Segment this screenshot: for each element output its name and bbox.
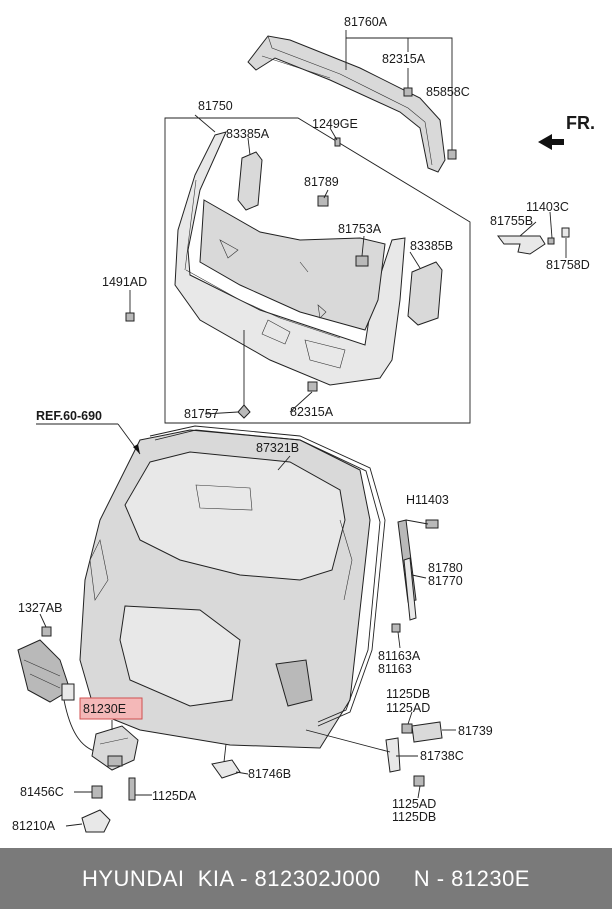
hinge-81738C (385, 721, 443, 787)
pad-83385A (237, 151, 263, 211)
clip-82315A-top (403, 68, 413, 97)
upper-garnish-81760A (247, 35, 446, 173)
label-11403C: 11403C (526, 200, 569, 214)
clip-1491AD (125, 312, 135, 322)
parts-diagram: 81760A 82315A 85858C FR. 81750 83385A 12… (12, 15, 595, 833)
label-81770: 81770 (428, 574, 463, 588)
footer-bar: HYUNDAI KIA - 812302J000 N - 81230E (0, 848, 612, 909)
label-81757: 81757 (184, 407, 219, 421)
label-81739: 81739 (458, 724, 493, 738)
label-81755B: 81755B (490, 214, 533, 228)
label-81456C: 81456C (20, 785, 64, 799)
label-81758D: 81758D (546, 258, 590, 272)
bumper-81746B (211, 759, 241, 779)
clip-81757 (237, 404, 251, 419)
screw-1249GE (334, 137, 341, 147)
label-1125AD-top: 1125AD (386, 701, 430, 715)
label-82315A-bottom: 82315A (290, 405, 334, 419)
label-82315A-top: 82315A (382, 52, 426, 66)
label-ref: REF.60-690 (36, 409, 102, 423)
label-H11403: H11403 (406, 493, 449, 507)
label-81163: 81163 (378, 662, 412, 676)
label-1491AD: 1491AD (102, 275, 147, 289)
label-81760A: 81760A (344, 15, 388, 29)
label-81753A: 81753A (338, 222, 382, 236)
grip-handle-81755B (497, 227, 570, 255)
clip-82315A-bottom (307, 381, 318, 392)
label-81230E: 81230E (83, 702, 126, 716)
label-1125DB-top: 1125DB (386, 687, 430, 701)
label-81789: 81789 (304, 175, 339, 189)
label-81738C: 81738C (420, 749, 464, 763)
latch-81230E (91, 725, 139, 771)
striker-81210A (81, 809, 111, 833)
actuator-motor (17, 639, 75, 703)
clip-85858C (447, 149, 457, 160)
label-81163A: 81163A (378, 649, 421, 663)
label-1125DB-bottom: 1125DB (392, 810, 436, 824)
label-83385B: 83385B (410, 239, 453, 253)
tailgate-trim-81750 (174, 131, 406, 386)
label-1125DA: 1125DA (152, 789, 197, 803)
tailgate-panel (79, 429, 371, 749)
weatherstrip-87321B (149, 425, 386, 727)
label-87321B: 87321B (256, 441, 299, 455)
label-81210A: 81210A (12, 819, 56, 833)
bolt-1125DA (128, 777, 136, 801)
gas-strut-81780 (391, 519, 439, 633)
label-81750: 81750 (198, 99, 233, 113)
label-1327AB: 1327AB (18, 601, 62, 615)
label-83385A: 83385A (226, 127, 270, 141)
label-81746B: 81746B (248, 767, 291, 781)
label-fr: FR. (566, 113, 595, 133)
nut-1327AB (41, 626, 52, 637)
label-1125AD-bottom: 1125AD (392, 797, 436, 811)
clip-81753A (355, 255, 369, 267)
label-85858C: 85858C (426, 85, 470, 99)
pad-83385B (407, 261, 443, 326)
label-81780: 81780 (428, 561, 463, 575)
footer-part-number: HYUNDAI KIA - 812302J000 N - 81230E (81, 865, 530, 891)
part-81456C (91, 785, 103, 799)
label-1249GE: 1249GE (312, 117, 358, 131)
front-arrow-icon (538, 134, 564, 150)
highlight-box-81230E (79, 697, 143, 720)
clip-81789 (317, 195, 329, 207)
